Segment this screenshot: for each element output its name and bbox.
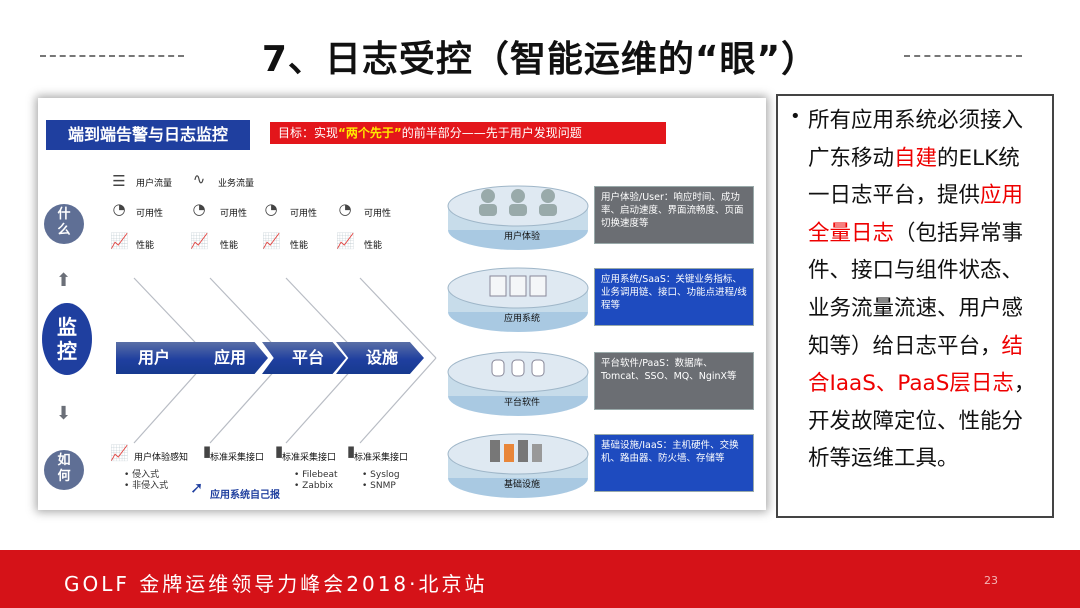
biz-flow-label: 业务流量 [218, 176, 254, 189]
availability-label-2: 可用性 [220, 206, 247, 219]
app-layer-disk [446, 264, 590, 336]
availability-label-4: 可用性 [364, 206, 391, 219]
pie-chart-icon: ◔ [110, 202, 128, 217]
infra-layer-label: 基础设施 [504, 477, 540, 490]
monitoring-diagram-panel: 端到端告警与日志监控 目标：实现“两个先于”的前半部分——先于用户发现问题 什么… [38, 98, 766, 510]
stage-platform: 平台 [262, 342, 346, 374]
platform-layer-info: 平台软件/PaaS：数据库、Tomcat、SSO、MQ、NginX等 [594, 352, 754, 410]
availability-label-1: 可用性 [136, 206, 163, 219]
infra-layer-info: 基础设施/IaaS：主机硬件、交换机、路由器、防火墙、存储等 [594, 434, 754, 492]
performance-chart-icon: 📈 [110, 234, 128, 249]
panel-title: 端到端告警与日志监控 [46, 120, 250, 150]
stage-app: 应用 [184, 342, 268, 374]
platform-layer-label: 平台软件 [504, 395, 540, 408]
availability-label-3: 可用性 [290, 206, 317, 219]
stage-infra: 设施 [336, 342, 424, 374]
performance-label-1: 性能 [136, 238, 154, 251]
performance-chart-icon: 📈 [262, 234, 280, 249]
goal-prefix: 目标：实现 [278, 126, 338, 140]
what-circle: 什么 [44, 204, 84, 244]
stage-user: 用户 [116, 342, 198, 374]
monitor-chart-icon: 📈 [110, 446, 128, 461]
page-number: 23 [984, 574, 998, 587]
bottom-col4-list: • Syslog• SNMP [362, 470, 400, 492]
user-layer-label: 用户体验 [504, 229, 540, 242]
bottom-col1-list: • 侵入式• 非侵入式 [124, 470, 168, 492]
goal-highlight: “两个先于” [338, 126, 402, 140]
platform-layer-disk [446, 348, 590, 420]
performance-label-3: 性能 [290, 238, 308, 251]
pie-chart-icon: ◔ [262, 202, 280, 217]
summary-box: • 所有应用系统必须接入广东移动自建的ELK统一日志平台，提供应用全量日志（包括… [776, 94, 1054, 518]
flow-icon: ∿ [190, 172, 208, 187]
pie-chart-icon: ◔ [336, 202, 354, 217]
app-layer-info: 应用系统/SaaS：关键业务指标、业务调用链、接口、功能点进程/线程等 [594, 268, 754, 326]
how-circle: 如何 [44, 450, 84, 490]
up-arrow-icon: ⬆ [56, 270, 68, 296]
slide-title: 7、日志受控（智能运维的“眼”） [0, 30, 1080, 82]
list-icon: ☰ [110, 174, 128, 189]
bottom-col3-label: 标准采集接口 [282, 450, 336, 463]
monitor-circle: 监控 [42, 303, 92, 375]
bottom-col4-label: 标准采集接口 [354, 450, 408, 463]
infra-layer-disk [446, 430, 590, 502]
down-arrow-icon: ⬇ [56, 403, 68, 429]
bottom-col3-list: • Filebeat• Zabbix [294, 470, 338, 492]
user-layer-info: 用户体验/User：响应时间、成功率、启动速度、界面流畅度、页面切换速度等 [594, 186, 754, 244]
user-layer-disk [446, 182, 590, 254]
performance-chart-icon: 📈 [336, 234, 354, 249]
performance-label-2: 性能 [220, 238, 238, 251]
goal-banner: 目标：实现“两个先于”的前半部分——先于用户发现问题 [270, 122, 666, 144]
performance-chart-icon: 📈 [190, 234, 208, 249]
arrow-icon: ➚ [190, 478, 203, 497]
footer-text: GOLF 金牌运维领导力峰会2018·北京站 [64, 568, 488, 597]
app-layer-label: 应用系统 [504, 311, 540, 324]
bottom-col2-note: 应用系统自己报 [210, 486, 280, 501]
goal-suffix: 的前半部分——先于用户发现问题 [402, 126, 582, 140]
performance-label-4: 性能 [364, 238, 382, 251]
bullet: • [790, 106, 801, 127]
bottom-col2-label: 标准采集接口 [210, 450, 264, 463]
summary-text: 所有应用系统必须接入广东移动自建的ELK统一日志平台，提供应用全量日志（包括异常… [808, 102, 1038, 478]
user-flow-label: 用户流量 [136, 176, 172, 189]
pie-chart-icon: ◔ [190, 202, 208, 217]
bottom-col1-label: 用户体验感知 [134, 450, 188, 463]
